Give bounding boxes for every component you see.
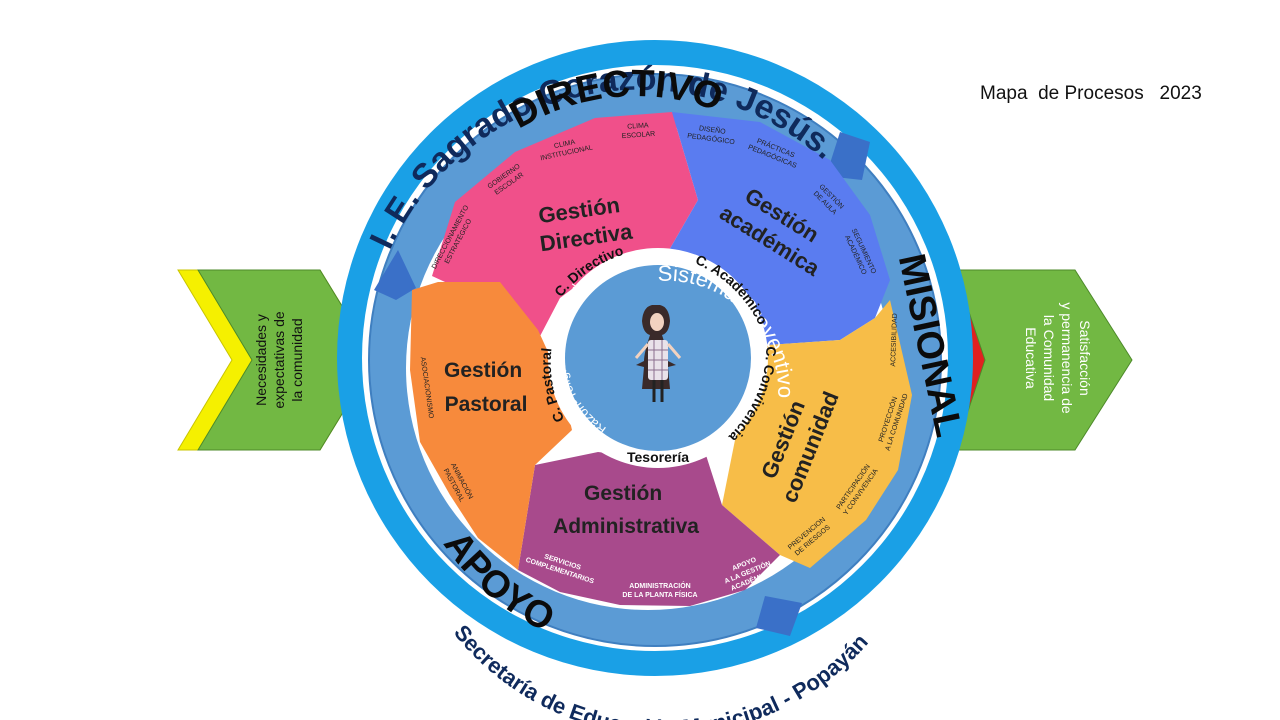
output-text-line4: Educativa [1023, 327, 1039, 389]
input-text-line2: expectativas de [271, 311, 287, 408]
tesoreria-label: Tesorería [627, 449, 689, 465]
output-text-line3: la Comunidad [1041, 315, 1057, 401]
input-text-line1: Necesidades y [253, 314, 269, 406]
input-text-line3: la comunidad [289, 318, 305, 401]
output-text-line2: y permanencia de [1059, 302, 1075, 414]
output-text-line1: Satisfacción [1077, 320, 1093, 395]
